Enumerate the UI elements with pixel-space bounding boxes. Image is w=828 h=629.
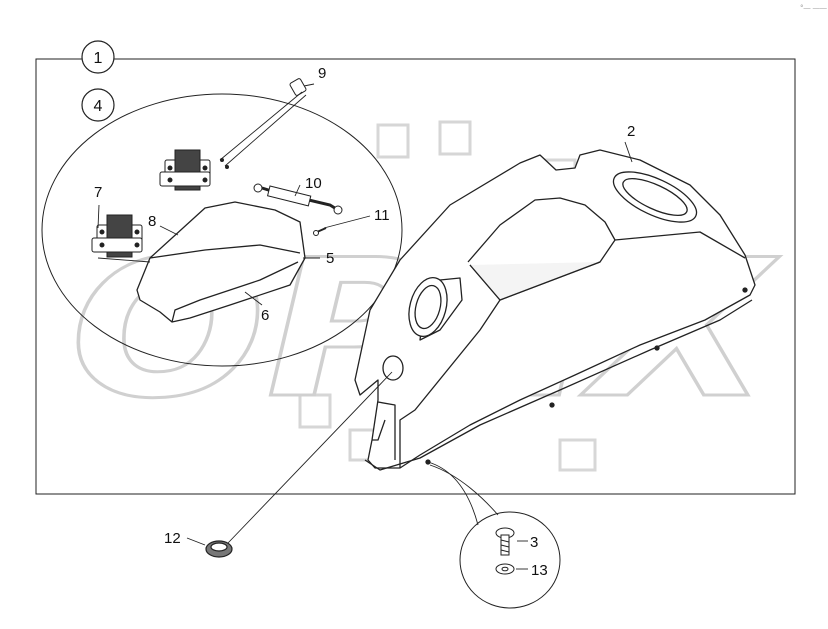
label-7: 7: [94, 184, 102, 201]
gas-strut: [253, 183, 343, 215]
label-11: 11: [374, 207, 390, 224]
hinge-lower: [91, 214, 143, 258]
grommet-12: [205, 540, 233, 558]
leader-lines: [97, 83, 633, 570]
callout-1-circle: [81, 40, 115, 74]
leader-9a: [219, 91, 303, 161]
grommet-hole: [382, 355, 404, 381]
washer-13: [495, 563, 515, 575]
screw-3: [495, 527, 515, 556]
console-cover: [354, 149, 756, 471]
callout-4-circle: [81, 88, 115, 122]
leader-9: [303, 83, 315, 87]
armrest-pad: [136, 201, 306, 323]
part-labels: 2 3 5 6 7 8 9 10 11 12 13: [94, 65, 635, 579]
callout-1-number: 1: [94, 50, 103, 67]
assembly-frame: [35, 58, 796, 495]
bolt-9b: [225, 165, 229, 169]
leader-12-label: [186, 537, 206, 546]
label-6: 6: [261, 307, 269, 324]
leader-2: [624, 141, 633, 163]
screw-9: [289, 78, 307, 96]
leader-7: [97, 204, 151, 263]
leader-12: [227, 371, 393, 544]
fastener-detail-ellipse: [459, 511, 561, 609]
hinge-upper: [159, 149, 211, 191]
label-2: 2: [627, 123, 635, 140]
label-9: 9: [318, 65, 326, 82]
label-3: 3: [530, 534, 538, 551]
label-8: 8: [148, 213, 156, 230]
bolt-9a: [220, 158, 224, 162]
callout-1: 1: [81, 40, 115, 74]
label-10: 10: [305, 175, 322, 192]
detail-leader-a: [427, 461, 479, 526]
detail-leader-b: [429, 464, 499, 516]
callout-4: 4: [81, 88, 115, 122]
label-5: 5: [326, 250, 334, 267]
screw-11: [313, 227, 327, 236]
leader-8: [159, 225, 179, 236]
label-12: 12: [164, 530, 181, 547]
leader-10: [294, 184, 301, 197]
leader-6: [244, 291, 263, 306]
callout-4-number: 4: [94, 98, 103, 115]
label-13: 13: [531, 562, 548, 579]
corner-mark: °― ――: [800, 4, 827, 12]
leader-11: [323, 215, 371, 229]
leader-9b: [224, 94, 307, 167]
subassembly-ellipse: [41, 93, 403, 367]
